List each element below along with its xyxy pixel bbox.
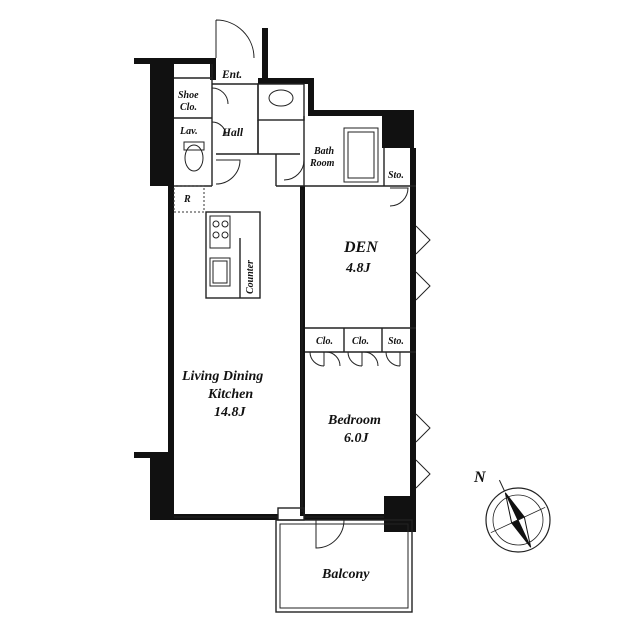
- label-storage-top: Sto.: [388, 170, 404, 181]
- compass: [485, 479, 551, 553]
- label-ldk-1: Living Dining: [181, 369, 263, 384]
- label-hall: Hall: [221, 127, 244, 139]
- label-den-size: 4.8J: [345, 261, 372, 276]
- room-labels: Ent. Shoe Clo. Lav. Hall Bath Room Sto. …: [178, 69, 404, 582]
- label-closet-2: Clo.: [352, 336, 369, 347]
- label-closet-1: Clo.: [316, 336, 333, 347]
- label-ldk-2: Kitchen: [207, 387, 253, 402]
- label-counter: Counter: [245, 260, 256, 294]
- compass-north-label: N: [473, 469, 487, 486]
- label-shoe-closet-1: Shoe: [178, 90, 199, 101]
- label-den: DEN: [343, 239, 379, 256]
- label-bedroom: Bedroom: [327, 413, 381, 428]
- label-ldk-size: 14.8J: [214, 405, 247, 420]
- interior-walls: [173, 64, 416, 613]
- label-bath-2: Room: [309, 158, 335, 169]
- label-bath-1: Bath: [313, 146, 334, 157]
- label-storage-mid: Sto.: [388, 336, 404, 347]
- label-entrance: Ent.: [221, 69, 242, 81]
- label-balcony: Balcony: [321, 567, 370, 582]
- doors: [211, 19, 431, 549]
- label-bedroom-size: 6.0J: [344, 431, 370, 446]
- compass-needle-icon: [490, 479, 546, 548]
- walls: [134, 28, 416, 532]
- label-shoe-closet-2: Clo.: [180, 102, 197, 113]
- label-lavatory: Lav.: [179, 126, 198, 137]
- label-refrigerator: R: [183, 194, 191, 205]
